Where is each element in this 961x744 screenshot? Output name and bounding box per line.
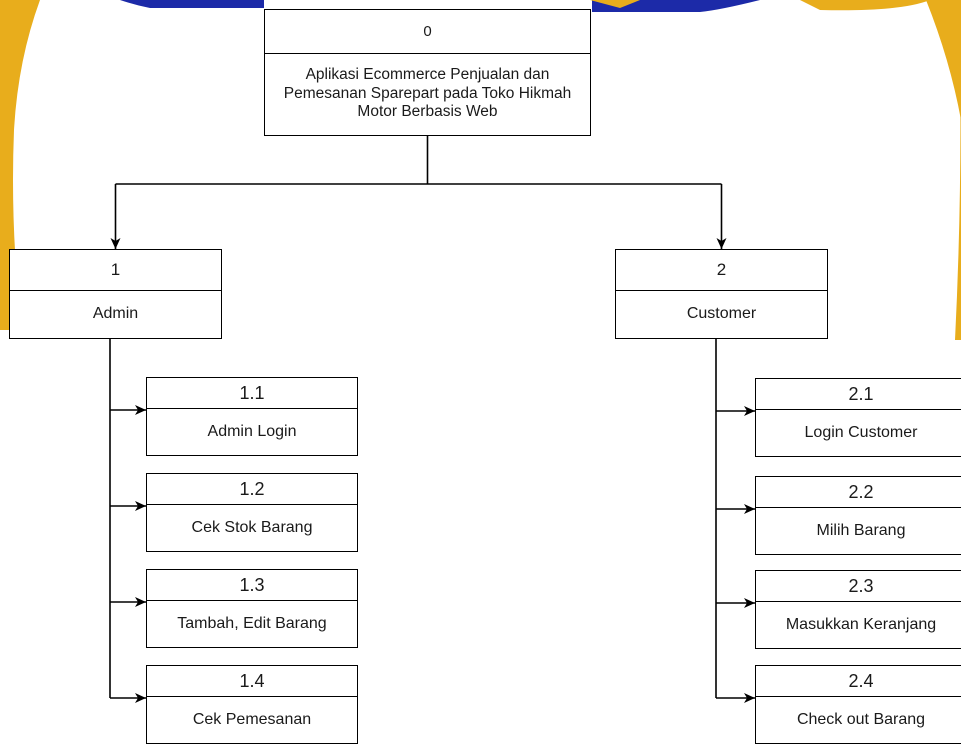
subprocess-label: Check out Barang (796, 710, 926, 728)
subprocess-label: Cek Stok Barang (191, 518, 313, 536)
admin-process-box: 1 Admin (9, 249, 222, 339)
admin-child-arrowhead (135, 693, 146, 703)
customer-child-arrowhead (744, 598, 755, 608)
subprocess-number: 1.4 (147, 666, 357, 697)
admin-subprocess-box: 1.1 Admin Login (146, 377, 358, 456)
admin-child-arrowhead (135, 501, 146, 511)
root-process-label: Aplikasi Ecommerce Penjualan dan Pemesan… (283, 66, 572, 121)
customer-arrowhead (716, 238, 727, 249)
subprocess-label: Masukkan Keranjang (785, 615, 937, 633)
admin-child-arrowhead (135, 405, 146, 415)
admin-arrowhead (110, 238, 121, 249)
subprocess-number: 2.4 (756, 666, 961, 697)
subprocess-number: 1.1 (147, 378, 357, 409)
customer-child-arrowhead (744, 504, 755, 514)
customer-process-label: Customer (686, 305, 757, 323)
subprocess-number: 2.2 (756, 477, 961, 508)
admin-process-label: Admin (92, 305, 139, 323)
subprocess-number: 2.3 (756, 571, 961, 602)
customer-child-arrowhead (744, 693, 755, 703)
customer-subprocess-box: 2.4 Check out Barang (755, 665, 961, 744)
subprocess-label: Admin Login (207, 422, 297, 440)
root-process-box: 0 Aplikasi Ecommerce Penjualan dan Pemes… (264, 9, 591, 136)
customer-process-number: 2 (616, 250, 827, 291)
customer-process-box: 2 Customer (615, 249, 828, 339)
admin-subprocess-box: 1.2 Cek Stok Barang (146, 473, 358, 552)
admin-process-number: 1 (10, 250, 221, 291)
customer-subprocess-box: 2.1 Login Customer (755, 378, 961, 457)
subprocess-number: 2.1 (756, 379, 961, 410)
subprocess-label: Tambah, Edit Barang (177, 614, 327, 632)
admin-subprocess-box: 1.3 Tambah, Edit Barang (146, 569, 358, 648)
subprocess-label: Cek Pemesanan (192, 710, 312, 728)
subprocess-number: 1.3 (147, 570, 357, 601)
subprocess-label: Login Customer (804, 423, 918, 441)
customer-subprocess-box: 2.3 Masukkan Keranjang (755, 570, 961, 649)
admin-subprocess-box: 1.4 Cek Pemesanan (146, 665, 358, 744)
admin-child-arrowhead (135, 597, 146, 607)
customer-subprocess-box: 2.2 Milih Barang (755, 476, 961, 555)
root-process-number: 0 (265, 10, 590, 54)
subprocess-label: Milih Barang (816, 521, 906, 539)
subprocess-number: 1.2 (147, 474, 357, 505)
customer-child-arrowhead (744, 406, 755, 416)
